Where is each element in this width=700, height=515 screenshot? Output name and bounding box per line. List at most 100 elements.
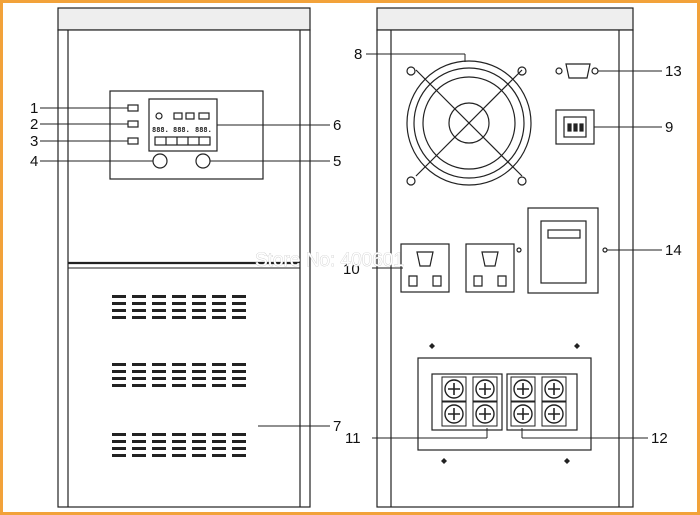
callout-5: 5: [333, 153, 341, 170]
vent-slot: [212, 309, 226, 312]
lcd-readout-2: 888.: [173, 126, 190, 134]
terminal-housing: [441, 401, 467, 427]
breaker-housing: [527, 207, 599, 294]
vent-slot: [132, 447, 146, 450]
callout-2: 2: [30, 116, 38, 133]
ac-inlet-pin-3: [579, 123, 584, 132]
callout-8: 8: [354, 46, 362, 63]
vent-slot: [112, 302, 126, 305]
vent-slot: [152, 309, 166, 312]
terminal-housing: [472, 376, 498, 402]
vent-slot: [152, 295, 166, 298]
rear-cabinet-body: [376, 29, 634, 508]
vent-slot: [152, 447, 166, 450]
front-vent-grilles: [112, 295, 246, 457]
vent-slot: [232, 363, 246, 366]
vent-slot: [172, 363, 186, 366]
vent-slot: [212, 316, 226, 319]
fan-screw-tl: [406, 66, 416, 76]
callout-6: 6: [333, 117, 341, 134]
vent-slot: [192, 302, 206, 305]
socket-left-bottom-pins: [408, 275, 442, 287]
plate-screw-1: [429, 343, 435, 349]
vent-slot: [172, 377, 186, 380]
rear-view: [376, 7, 634, 508]
vent-slot: [112, 454, 126, 457]
vent-slot: [112, 433, 126, 436]
vent-slot: [212, 447, 226, 450]
vent-slot: [212, 384, 226, 387]
fan-outer-ring: [406, 60, 532, 186]
terminal-block-left: [431, 373, 503, 431]
vent-slot: [132, 433, 146, 436]
vent-slot: [212, 363, 226, 366]
terminal-screw-slot: [448, 408, 460, 420]
vent-slot: [172, 433, 186, 436]
vent-slot: [192, 447, 206, 450]
vent-slot: [152, 433, 166, 436]
terminal-screw-slot: [479, 383, 491, 395]
vent-slot: [232, 454, 246, 457]
vent-slot: [112, 363, 126, 366]
vent-slot: [132, 295, 146, 298]
socket-left-top-pins: [416, 251, 434, 267]
terminal-screw: [544, 379, 564, 399]
vent-slot: [212, 454, 226, 457]
vent-slot: [132, 302, 146, 305]
callout-13: 13: [665, 63, 682, 80]
vent-slot: [212, 302, 226, 305]
vent-slot: [212, 377, 226, 380]
battery-terminals: [441, 376, 567, 427]
output-socket-right: [465, 243, 515, 293]
vent-slot: [172, 370, 186, 373]
lcd-plug-icon: [185, 112, 195, 120]
terminal-screw: [513, 379, 533, 399]
vent-slot: [152, 454, 166, 457]
plate-screw-4: [564, 458, 570, 464]
terminal-housing: [541, 401, 567, 427]
terminal-housing: [541, 376, 567, 402]
fan-ring-3: [422, 76, 516, 170]
vent-slot: [232, 377, 246, 380]
socket-screw: [516, 247, 522, 253]
vent-slot: [172, 316, 186, 319]
vent-slot: [232, 447, 246, 450]
rear-leader-lines: [366, 53, 662, 439]
vent-slot: [172, 384, 186, 387]
fan-screw-bl: [406, 176, 416, 186]
terminal-housing: [472, 401, 498, 427]
terminal-screw: [513, 404, 533, 424]
vent-slot: [112, 295, 126, 298]
ac-inlet-pin-1: [567, 123, 572, 132]
breaker-switch: [540, 220, 587, 284]
front-top-cap: [57, 7, 311, 31]
vent-slot: [152, 384, 166, 387]
vent-slot: [232, 440, 246, 443]
vent-slot: [172, 447, 186, 450]
socket-right-bottom-pins: [473, 275, 507, 287]
vent-slot: [232, 316, 246, 319]
vent-slot: [132, 454, 146, 457]
vent-slot: [232, 433, 246, 436]
callout-4: 4: [30, 153, 38, 170]
terminal-screw: [475, 404, 495, 424]
vent-slot: [152, 302, 166, 305]
terminal-housing: [510, 401, 536, 427]
serial-port: [565, 63, 591, 79]
vent-slot: [172, 302, 186, 305]
callout-1: 1: [30, 100, 38, 117]
terminal-block-right: [506, 373, 578, 431]
callout-10: 10: [343, 261, 360, 278]
socket-right-top-pins: [481, 251, 499, 267]
vent-slot: [172, 454, 186, 457]
vent-slot: [192, 370, 206, 373]
vent-slot: [112, 447, 126, 450]
vent-slot: [112, 384, 126, 387]
plate-screw-2: [574, 343, 580, 349]
terminal-screw-slot: [548, 383, 560, 395]
lcd-readout-1: 888.: [152, 126, 169, 134]
terminal-screw: [544, 404, 564, 424]
vent-slot: [192, 316, 206, 319]
vent-slot: [152, 370, 166, 373]
vent-slot: [192, 384, 206, 387]
